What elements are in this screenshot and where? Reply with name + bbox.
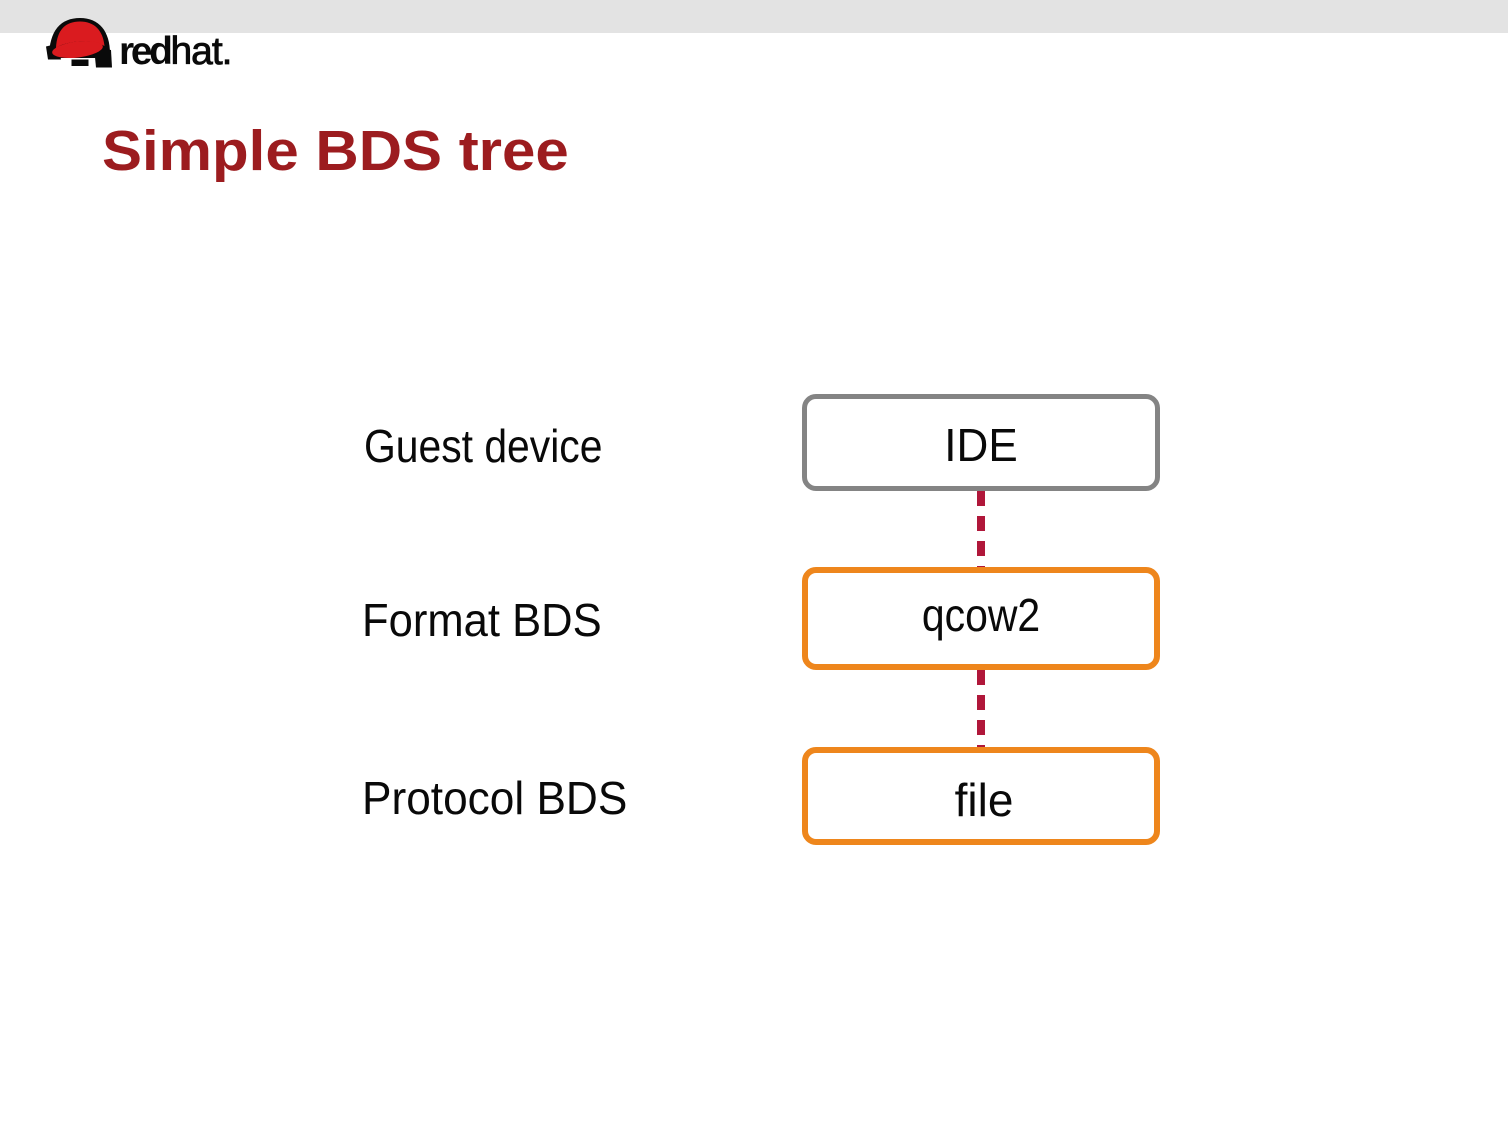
svg-text:hat.: hat. — [171, 30, 233, 73]
svg-text:red: red — [119, 30, 173, 73]
